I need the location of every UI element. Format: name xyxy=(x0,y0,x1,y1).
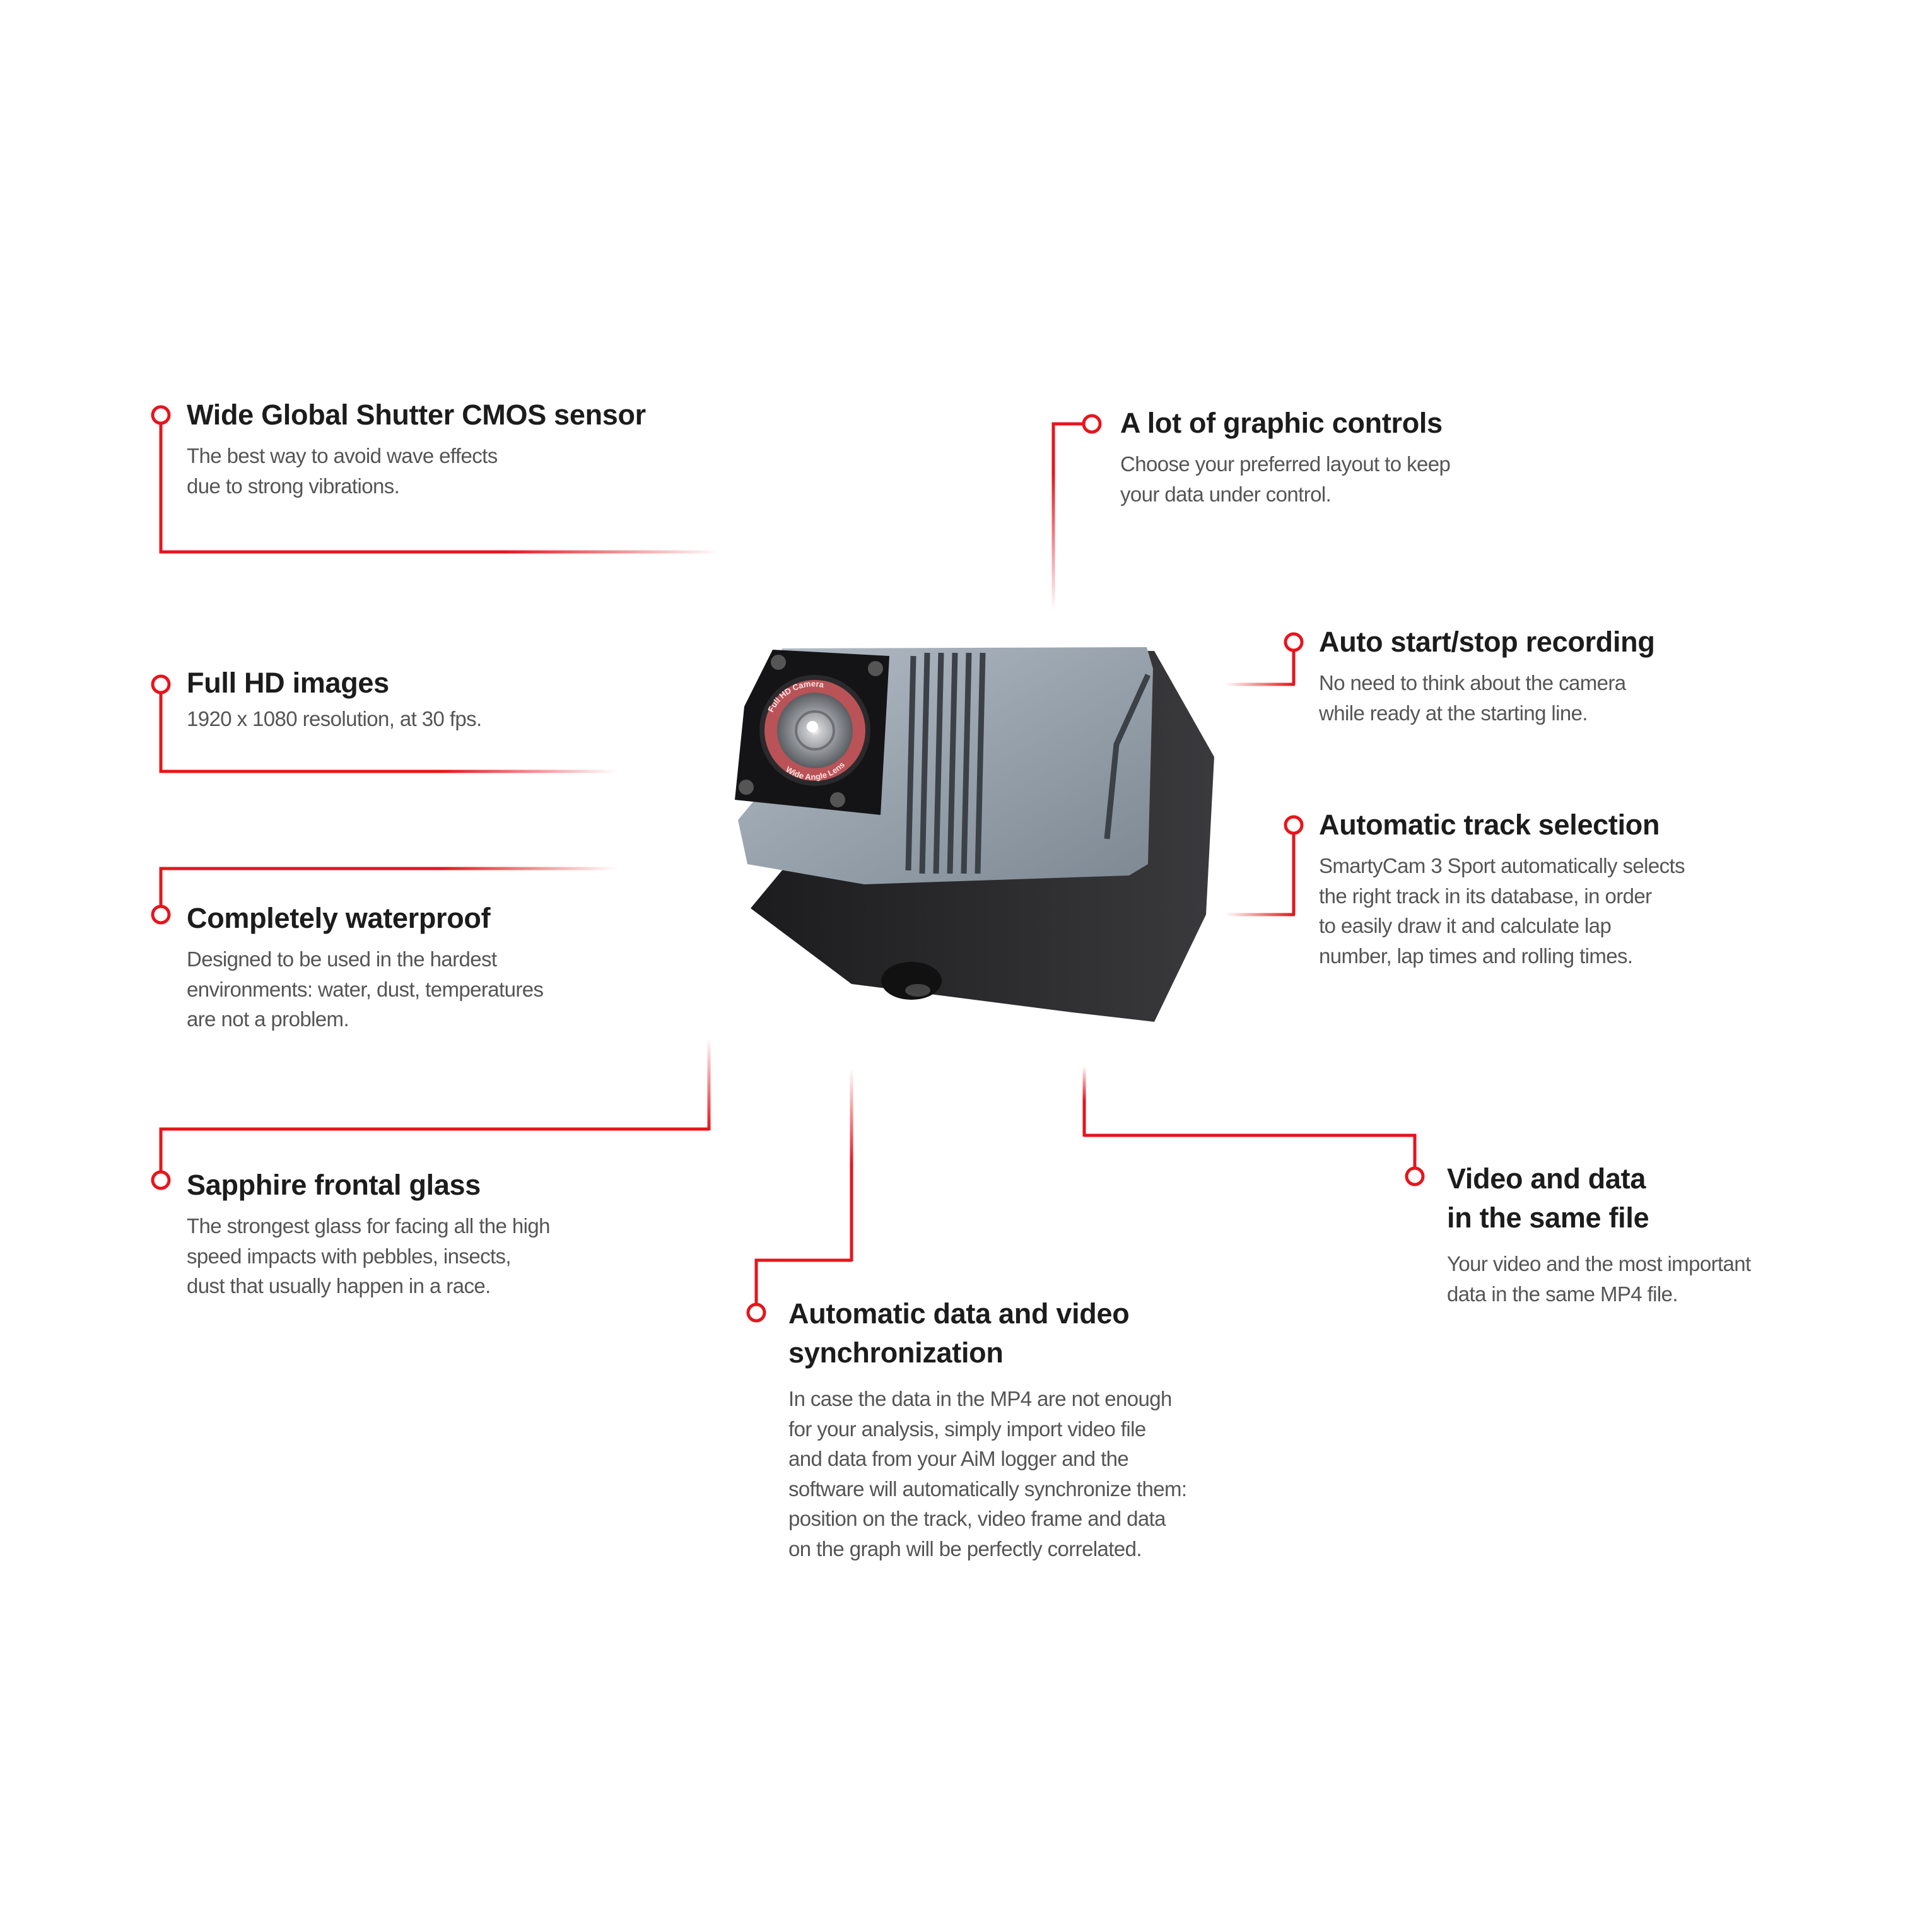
screws xyxy=(739,655,883,807)
lens: Full HD Camera Wide Angle Lens xyxy=(759,675,870,786)
feature-title: Wide Global Shutter CMOS sensor xyxy=(187,399,646,431)
leader-line-waterproof xyxy=(151,867,617,925)
leader-line-track xyxy=(1225,815,1304,916)
feature-title: Automatic track selection xyxy=(1319,809,1660,841)
leader-line-same-file xyxy=(1082,1066,1425,1186)
leader-line-graphic xyxy=(1051,414,1102,611)
feature-description: 1920 x 1080 resolution, at 30 fps. xyxy=(187,707,482,730)
feature-auto-start-stop: Auto start/stop recording No need to thi… xyxy=(1319,623,1655,728)
feature-full-hd: Full HD images 1920 x 1080 resolution, a… xyxy=(187,664,482,734)
feature-cmos-sensor: Wide Global Shutter CMOS sensor The best… xyxy=(187,395,646,501)
feature-title: Full HD images xyxy=(187,667,389,699)
feature-description: In case the data in the MP4 are not enou… xyxy=(788,1387,1187,1560)
feature-title: A lot of graphic controls xyxy=(1120,407,1443,439)
feature-title: Sapphire frontal glass xyxy=(187,1169,481,1201)
feature-title: Completely waterproof xyxy=(187,902,491,934)
leader-line-sapphire xyxy=(151,1038,711,1190)
feature-sapphire-glass: Sapphire frontal glass The strongest gla… xyxy=(187,1166,550,1301)
feature-waterproof: Completely waterproof Designed to be use… xyxy=(187,899,544,1034)
leader-line-cmos xyxy=(151,405,720,554)
feature-graphic-controls: A lot of graphic controls Choose your pr… xyxy=(1120,404,1451,509)
feature-title: Auto start/stop recording xyxy=(1319,626,1655,658)
leader-line-sync xyxy=(746,1069,853,1323)
leader-line-autostart xyxy=(1225,632,1304,686)
leader-line-fullhd xyxy=(151,674,617,773)
feature-description: The strongest glass for facing all the h… xyxy=(187,1214,550,1297)
feature-track-selection: Automatic track selection SmartyCam 3 Sp… xyxy=(1319,805,1685,971)
